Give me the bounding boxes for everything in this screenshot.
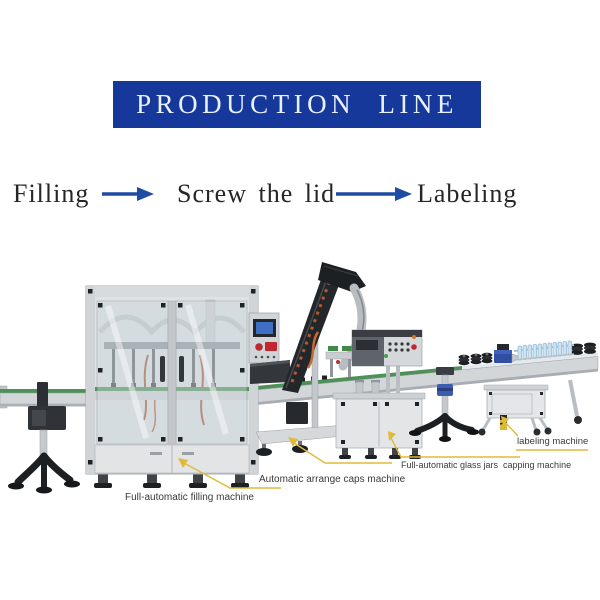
filling-machine (85, 285, 280, 488)
banner-title: PRODUCTION LINE (136, 89, 458, 119)
capper-head-panel (351, 329, 423, 367)
capping-machine (325, 329, 426, 459)
machine-label-capping: Full-automatic glass jars capping machin… (401, 460, 572, 470)
right-arrow-icon (336, 187, 412, 201)
emergency-stop-button (255, 343, 263, 351)
machine-feet (339, 448, 421, 459)
hmi-screen (256, 322, 273, 334)
leader-arrange-caps-machine (288, 437, 392, 464)
door-bolts (88, 289, 256, 465)
leader-capping-machine (388, 431, 520, 458)
machine-label-arrange-caps: Automatic arrange caps machine (259, 474, 406, 485)
glass-doors (96, 300, 248, 445)
right-arrow-icon (102, 187, 154, 201)
infeed-conveyor (0, 382, 91, 494)
cabinet-bolts (489, 392, 543, 415)
leader-labeling-machine (501, 416, 588, 451)
machine-label-filling: Full-automatic filling machine (125, 492, 254, 503)
machine-label-labeling: labeling machine (517, 436, 589, 447)
banner: PRODUCTION LINE (113, 81, 481, 128)
machine-feet (94, 473, 249, 488)
leader-filling-machine (178, 458, 281, 489)
control-panel (248, 312, 280, 364)
flow-step-screw-the-lid: Screw the lid (177, 179, 336, 208)
tripod-foot (8, 452, 80, 494)
cabinet-bolts (341, 402, 419, 444)
flow-step-filling: Filling (13, 179, 90, 208)
tripod-stand (409, 367, 479, 442)
labeling-machine (458, 340, 596, 436)
flow-step-labeling: Labeling (417, 179, 518, 208)
leader-lines (178, 416, 588, 489)
label-roll-spools (458, 342, 596, 366)
